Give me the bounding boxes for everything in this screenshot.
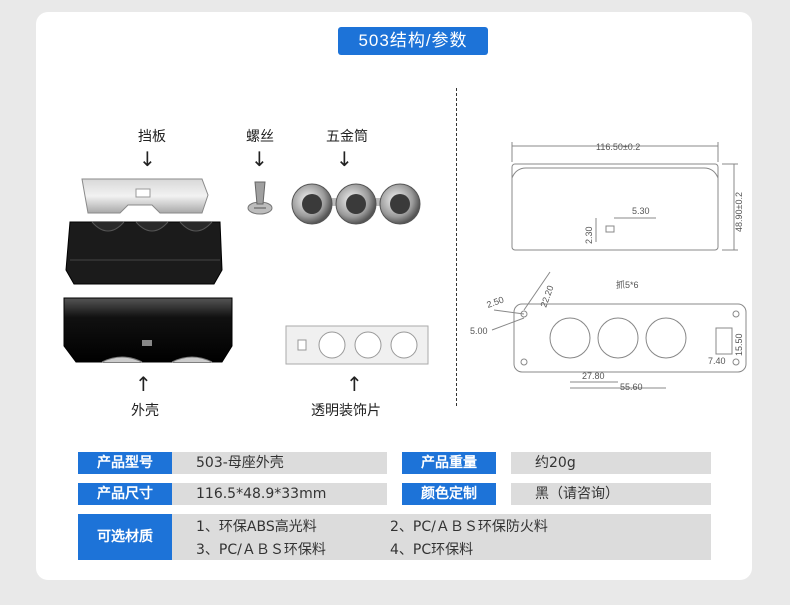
spec-model-label: 产品型号 [78,452,172,474]
dim-740-text: 7.40 [708,356,726,366]
front-view-labels: 抓5*6 22.20 2.50 5.00 27.80 55.60 15.50 7… [470,279,744,392]
screw-image [247,181,273,215]
part-label-tube: 五金筒 [326,129,368,145]
dim-height-text: 48.90±0.2 [734,192,744,232]
top-view-labels: 116.50±0.2 48.90±0.2 5.30 2.30 [584,142,744,244]
top-view-drawing [511,142,738,251]
dim-2220-text: 22.20 [538,284,555,309]
spec-size-value: 116.5*48.9*33mm [172,483,387,505]
dim-250-text: 2.50 [485,294,505,309]
material-option-4: 4、PC环保料 [390,542,474,558]
arrow-up-icon: ↑ [346,372,363,396]
spec-weight-value: 约20g [511,452,711,474]
spec-weight-label: 产品重量 [402,452,496,474]
dim-500-text: 5.00 [470,326,488,336]
arrow-down-icon: ↓ [251,147,268,171]
part-label-shell: 外壳 [131,403,159,419]
dim-5560-text: 55.60 [620,382,643,392]
spec-material-box: 1、环保ABS高光料 2、PC/ＡＢＳ环保防火料 3、PC/ＡＢＳ环保料 4、P… [172,514,711,560]
arrow-down-icon: ↓ [139,147,156,171]
arrow-up-icon: ↑ [135,372,152,396]
spec-size-label: 产品尺寸 [78,483,172,505]
material-option-1: 1、环保ABS高光料 [196,519,317,535]
shell-front-image [63,297,233,363]
section-title: 503结构/参数 [338,27,488,55]
front-view-drawing [491,271,747,389]
note-text: 抓5*6 [616,279,639,290]
spec-color-value: 黑（请咨询） [511,483,711,505]
transparent-panel-image [285,325,429,365]
dim-530-text: 5.30 [632,206,650,216]
product-card: 503结构/参数 挡板 ↓ 螺丝 ↓ 五金筒 ↓ [36,12,752,580]
metal-tubes-image [291,183,421,225]
arrow-down-icon: ↓ [336,147,353,171]
part-label-screw: 螺丝 [246,129,274,145]
dashed-divider [456,88,457,406]
part-label-baffle: 挡板 [138,129,166,145]
shell-back-image [65,221,223,285]
material-option-2: 2、PC/ＡＢＳ环保防火料 [390,519,548,535]
spec-material-label: 可选材质 [78,514,172,560]
part-label-panel: 透明装饰片 [311,403,381,419]
spec-color-label: 颜色定制 [402,483,496,505]
spec-model-value: 503-母座外壳 [172,452,387,474]
material-option-3: 3、PC/ＡＢＳ环保料 [196,542,326,558]
dim-1550-text: 15.50 [734,333,744,356]
dim-230-text: 2.30 [584,226,594,244]
dim-width-text: 116.50±0.2 [596,142,640,152]
baffle-plate-image [81,178,209,214]
dim-2780-text: 27.80 [582,371,605,381]
